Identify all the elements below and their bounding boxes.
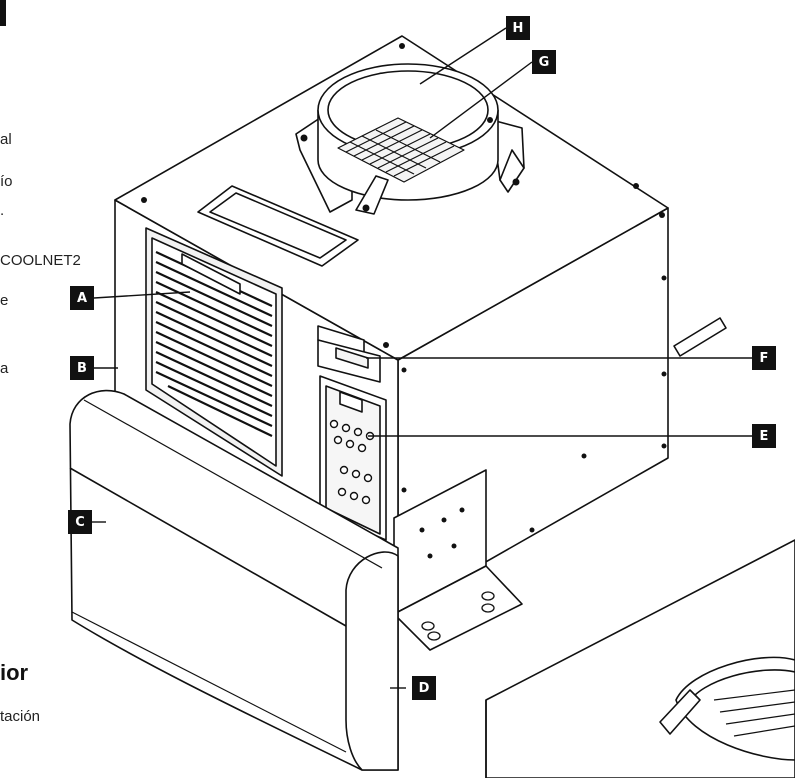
mounting-bracket [393,469,523,651]
second-unit [485,539,795,778]
control-panel [319,375,387,541]
top-handle-recess [197,185,359,267]
text-fragment: ío [0,173,13,190]
page-corner-mark [0,0,6,26]
text-fragment: al [0,131,12,148]
bottom-cover [69,389,399,771]
text-fragment: COOLNET2 [0,252,81,269]
label-slot [317,325,381,383]
callout-tag-g: G [532,50,556,74]
leader-lines [92,27,752,689]
text-fragment: e [0,292,9,309]
text-fragment: tación [0,708,41,725]
callout-tag-a: A [70,286,94,310]
front-louver-panel [145,227,283,477]
top-duct-collar [295,63,525,215]
callout-tag-e: E [752,424,776,448]
top-duct-grille [337,117,465,183]
callout-tag-d: D [412,676,436,700]
callout-tag-c: C [68,510,92,534]
side-pipe [673,317,727,357]
top-screws [141,43,665,348]
callout-tag-f: F [752,346,776,370]
text-fragment: a [0,360,9,377]
callout-tag-h: H [506,16,530,40]
callout-tag-b: B [70,356,94,380]
text-fragment: . [0,202,5,219]
section-heading-fragment: ior [0,660,29,685]
side-screws [401,275,667,533]
